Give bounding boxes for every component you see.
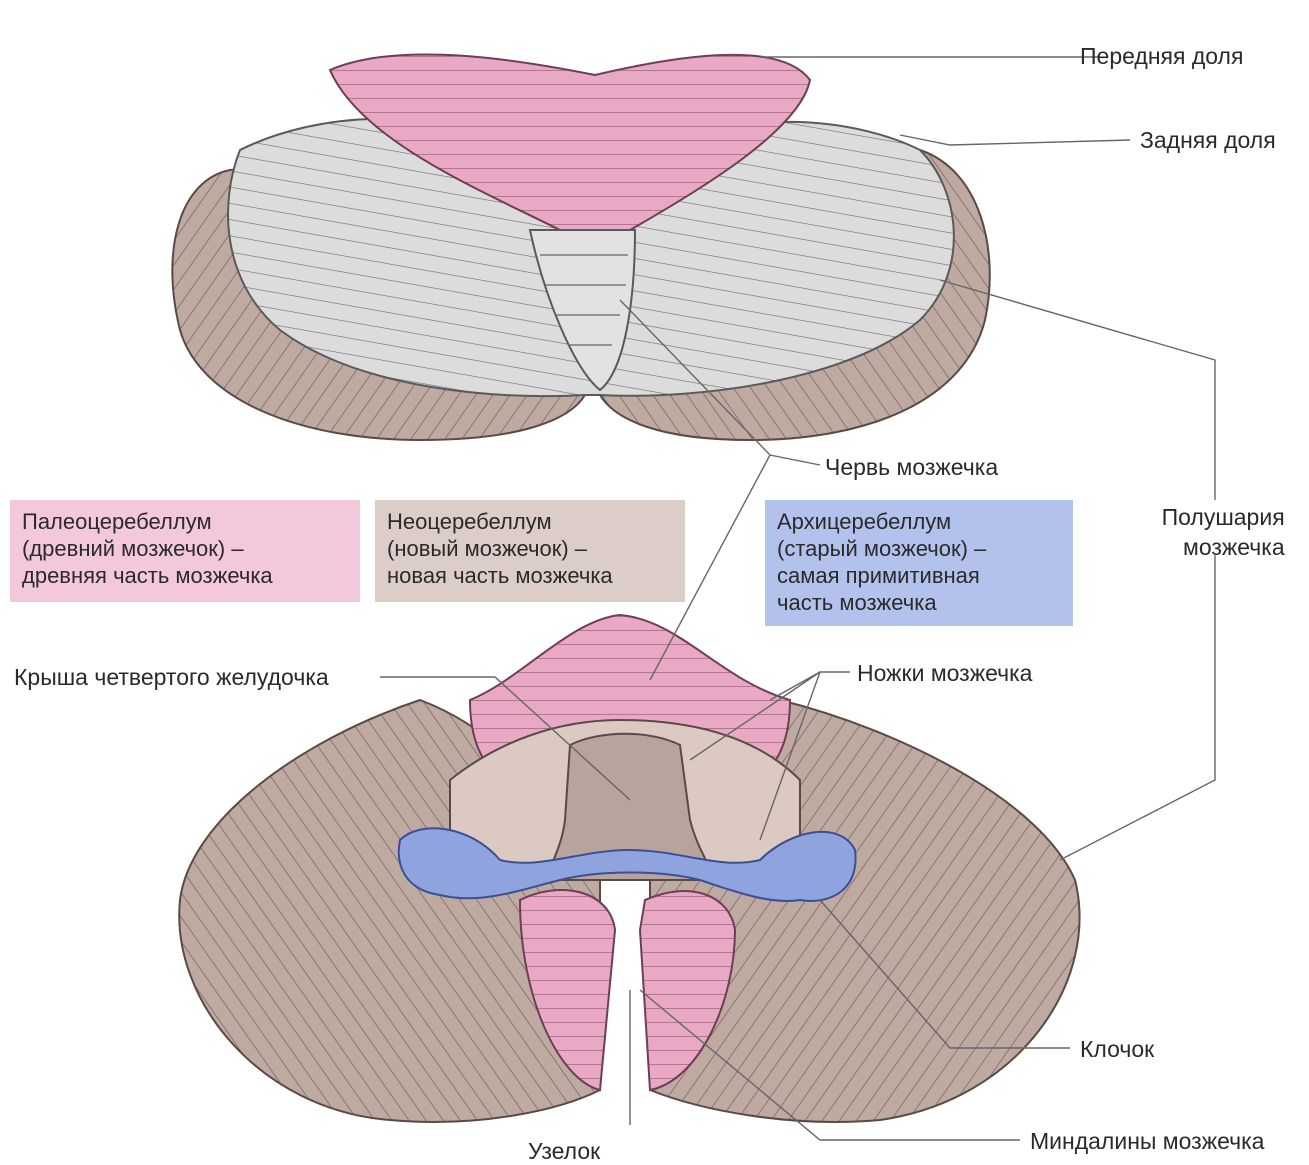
label-flocculus: Клочок — [1080, 1036, 1154, 1063]
legend-neo-line2: (новый мозжечок) – — [387, 535, 673, 562]
legend-archi-line2: (старый мозжечок) – — [777, 535, 1061, 562]
label-fourth-ventricle-roof: Крыша четвертого желудочка — [14, 664, 329, 691]
label-hemispheres-line1: Полушария — [1155, 502, 1285, 532]
label-peduncles: Ножки мозжечка — [857, 660, 1032, 687]
label-posterior-lobe: Задняя доля — [1140, 127, 1276, 154]
legend-archi-line3: самая примитивная — [777, 562, 1061, 589]
legend-archi-line4: часть мозжечка — [777, 589, 1061, 616]
legend-archicerebellum: Архицеребеллум (старый мозжечок) – самая… — [765, 500, 1073, 626]
legend-archi-line1: Архицеребеллум — [777, 508, 1061, 535]
legend-paleo-line2: (древний мозжечок) – — [22, 535, 348, 562]
legend-paleo-line3: древняя часть мозжечка — [22, 562, 348, 589]
legend-neocerebellum: Неоцеребеллум (новый мозжечок) – новая ч… — [375, 500, 685, 602]
top-cerebellum-view — [172, 54, 989, 440]
legend-paleo-line1: Палеоцеребеллум — [22, 508, 348, 535]
label-hemispheres: Полушария мозжечка — [1155, 502, 1285, 562]
label-vermis: Червь мозжечка — [825, 454, 998, 481]
legend-neo-line1: Неоцеребеллум — [387, 508, 673, 535]
legend-neo-line3: новая часть мозжечка — [387, 562, 673, 589]
legend-paleocerebellum: Палеоцеребеллум (древний мозжечок) – дре… — [10, 500, 360, 602]
label-hemispheres-line2: мозжечка — [1155, 532, 1285, 562]
label-anterior-lobe: Передняя доля — [1080, 43, 1243, 70]
label-tonsils: Миндалины мозжечка — [1030, 1128, 1264, 1155]
label-nodulus: Узелок — [528, 1138, 600, 1165]
